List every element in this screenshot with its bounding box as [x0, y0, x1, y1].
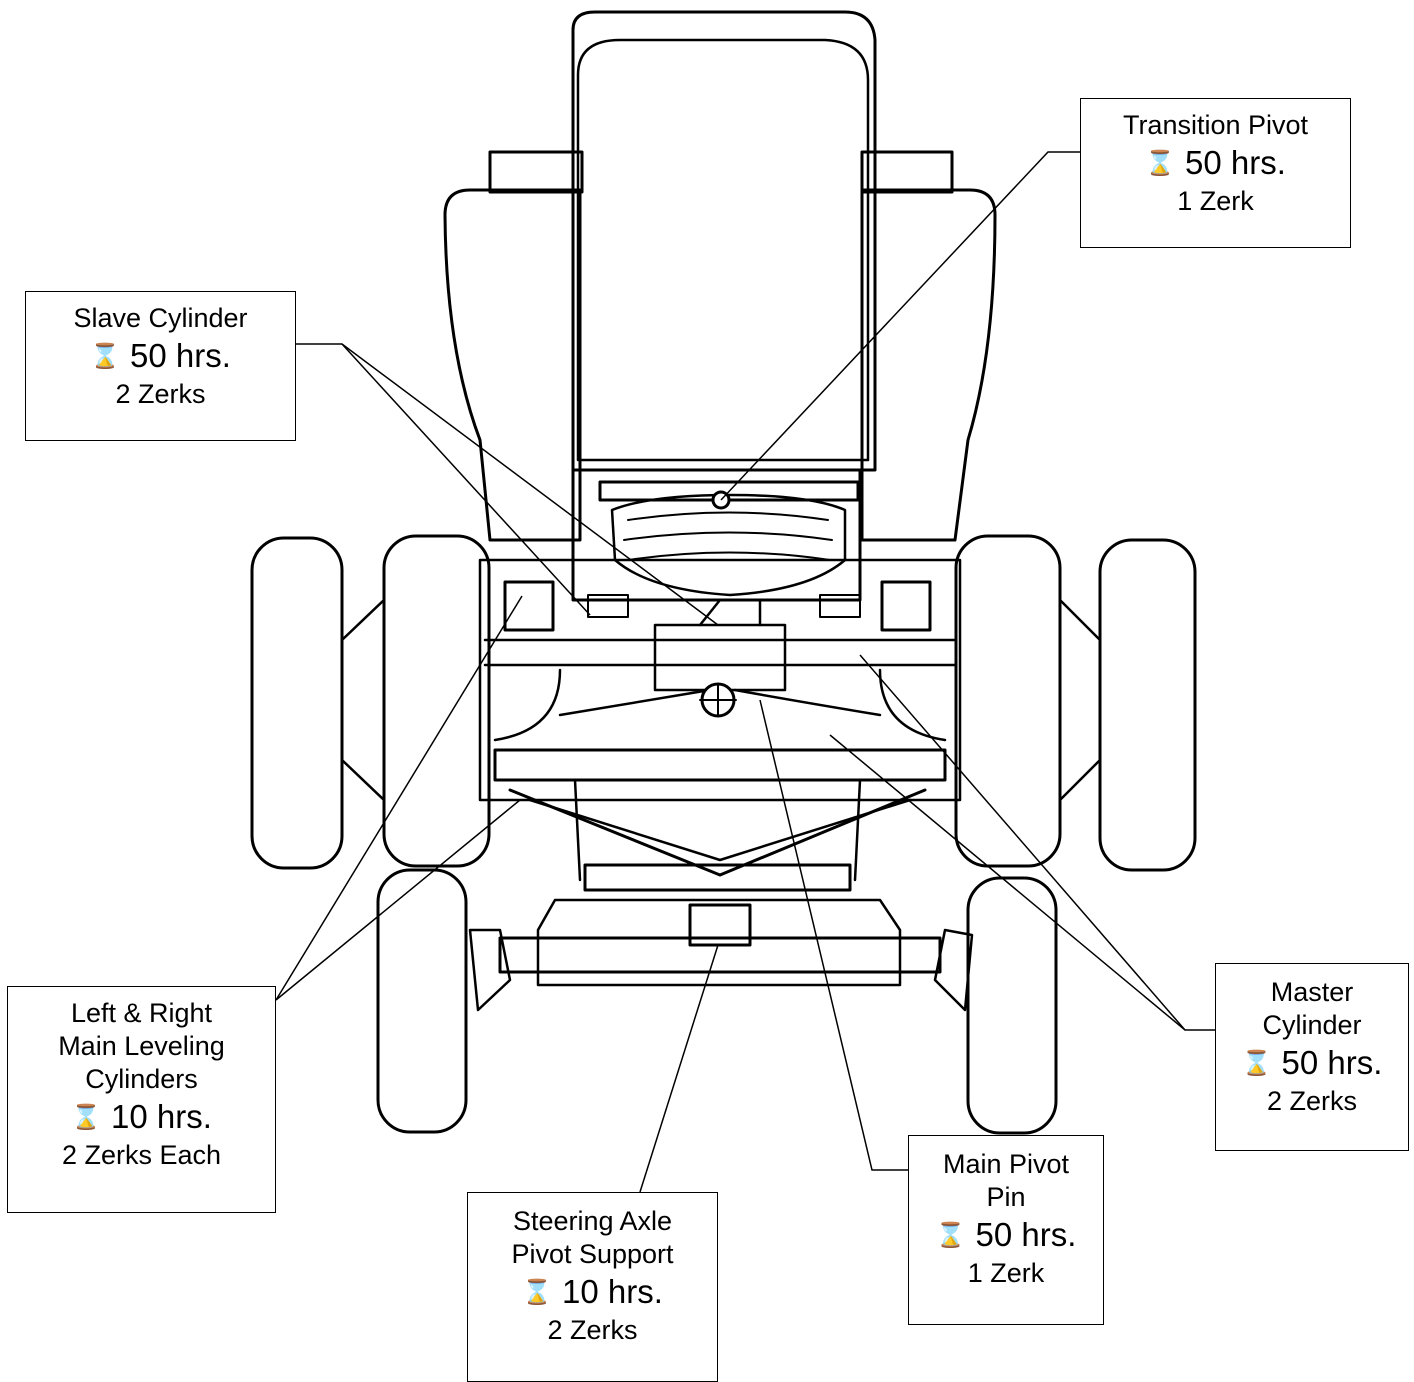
- callout-title: Transition Pivot: [1122, 110, 1309, 140]
- callout-title-line: Left & Right: [70, 998, 213, 1028]
- zerk-count: 2 Zerks: [115, 378, 206, 409]
- seat-back: [571, 10, 877, 472]
- callout-title-line: Cylinders: [85, 1063, 198, 1094]
- interval-label: 50 hrs.: [975, 1215, 1077, 1253]
- hourglass-icon: ⌛: [1145, 148, 1175, 177]
- hourglass-icon: ⌛: [71, 1102, 101, 1131]
- right-leveling-cylinder: [880, 580, 932, 632]
- left-leveling-cylinder: [503, 580, 555, 632]
- rear-right-inner-tire: [954, 534, 1062, 868]
- zerk-count: 1 Zerk: [1177, 185, 1254, 216]
- callout-transition-pivot: Transition Pivot ⌛ 50 hrs. 1 Zerk: [1080, 98, 1351, 248]
- steering-axle-support: [536, 898, 902, 987]
- main-frame: [478, 558, 962, 802]
- hourglass-icon: ⌛: [935, 1220, 966, 1249]
- leader-master-b: [859, 654, 1186, 1031]
- zerk-count: 2 Zerks: [547, 1314, 638, 1345]
- left-spindle: [468, 928, 512, 1012]
- rear-right-outer-tire: [1098, 538, 1197, 872]
- zerk-count: 1 Zerk: [967, 1257, 1045, 1288]
- front-right-tire: [966, 876, 1058, 1135]
- interval-label: 10 hrs.: [562, 1272, 663, 1310]
- interval-label: 50 hrs.: [130, 336, 231, 374]
- engine-housing: [610, 493, 847, 597]
- interval-label: 50 hrs.: [1281, 1043, 1383, 1081]
- deck-front: [493, 748, 947, 782]
- leader-leveling-a: [275, 595, 523, 1001]
- callout-title-line: Steering Axle: [512, 1206, 673, 1236]
- hourglass-icon: ⌛: [522, 1277, 552, 1306]
- rear-body-outline: [443, 188, 582, 542]
- hourglass-icon: ⌛: [90, 341, 120, 370]
- callout-title-line: Master: [1270, 977, 1354, 1007]
- interval-label: 10 hrs.: [111, 1097, 212, 1135]
- leader-transition-pivot: [720, 151, 1080, 501]
- steering-axle-rear-bar: [583, 863, 852, 892]
- callout-title-line: Pin: [986, 1181, 1026, 1212]
- callout-title-line: Cylinder: [1262, 1009, 1362, 1040]
- steering-axle-beam: [498, 936, 942, 974]
- fender-left-top: [488, 150, 584, 194]
- seat-base: [571, 468, 862, 602]
- lower-a-frame: [508, 788, 927, 877]
- hourglass-icon: ⌛: [1241, 1048, 1272, 1077]
- leader-steering-axle: [639, 944, 719, 1193]
- fender-right-top: [860, 150, 954, 194]
- callout-title: Slave Cylinder: [73, 303, 248, 333]
- rear-left-inner-tire: [382, 534, 491, 868]
- right-spindle: [933, 928, 974, 1012]
- callout-title-line: Main Pivot: [942, 1149, 1070, 1179]
- callout-title-line: Main Leveling: [58, 1030, 225, 1061]
- seat-cushion: [576, 38, 870, 462]
- front-left-tire: [376, 868, 468, 1134]
- leader-leveling-b: [275, 799, 521, 1001]
- leader-slave-cylinder-b: [341, 343, 591, 616]
- callout-slave-cylinder: Slave Cylinder ⌛ 50 hrs. 2 Zerks: [25, 291, 296, 441]
- rear-body-outline-right: [860, 188, 997, 542]
- leader-main-pivot: [759, 699, 908, 1171]
- callout-leveling-cylinders: Left & Right Main Leveling Cylinders ⌛ 10…: [7, 986, 276, 1213]
- rear-left-outer-tire: [250, 536, 344, 870]
- callout-master-cylinder: Master Cylinder ⌛ 50 hrs. 2 Zerks: [1215, 963, 1409, 1151]
- zerk-count: 2 Zerks Each: [61, 1139, 222, 1170]
- callout-steering-axle: Steering Axle Pivot Support ⌛ 10 hrs. 2 Z…: [467, 1192, 718, 1382]
- steering-pivot-point: [688, 903, 752, 947]
- zerk-count: 2 Zerks: [1266, 1085, 1358, 1116]
- pivot-bracket: [653, 623, 787, 692]
- callout-main-pivot-pin: Main Pivot Pin ⌛ 50 hrs. 1 Zerk: [908, 1135, 1104, 1325]
- callout-title-line: Pivot Support: [511, 1238, 674, 1269]
- interval-label: 50 hrs.: [1185, 143, 1286, 181]
